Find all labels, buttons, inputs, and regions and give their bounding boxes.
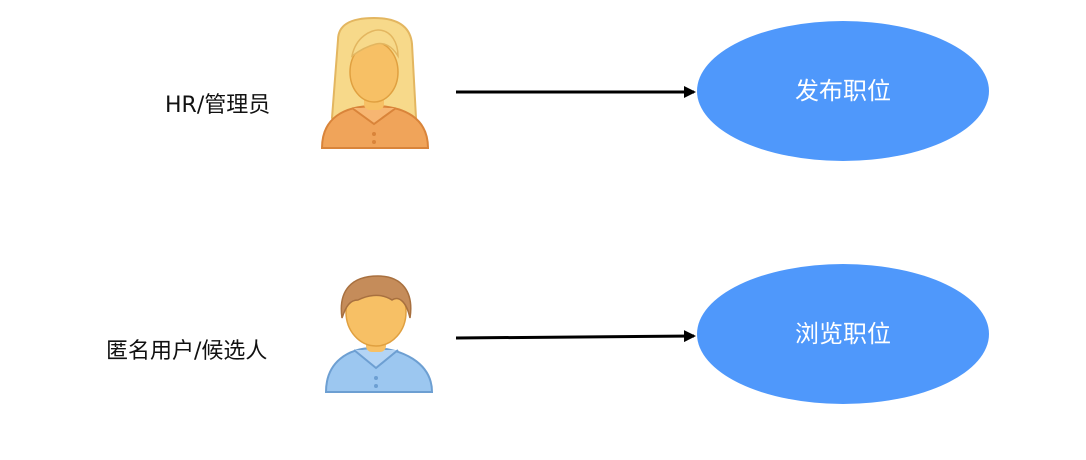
use-case-browse-ellipse: [697, 264, 989, 404]
actor-label-candidate: 匿名用户/候选人: [106, 339, 268, 364]
actor-label-hr: HR/管理员: [165, 93, 271, 118]
female-user-icon: [320, 16, 430, 149]
use-case-label-browse: 浏览职位: [795, 320, 891, 348]
male-user-icon: [324, 275, 434, 393]
use-case-publish-ellipse: [697, 21, 989, 161]
use-case-label-publish: 发布职位: [795, 77, 891, 105]
arrow-browse: [455, 330, 696, 343]
